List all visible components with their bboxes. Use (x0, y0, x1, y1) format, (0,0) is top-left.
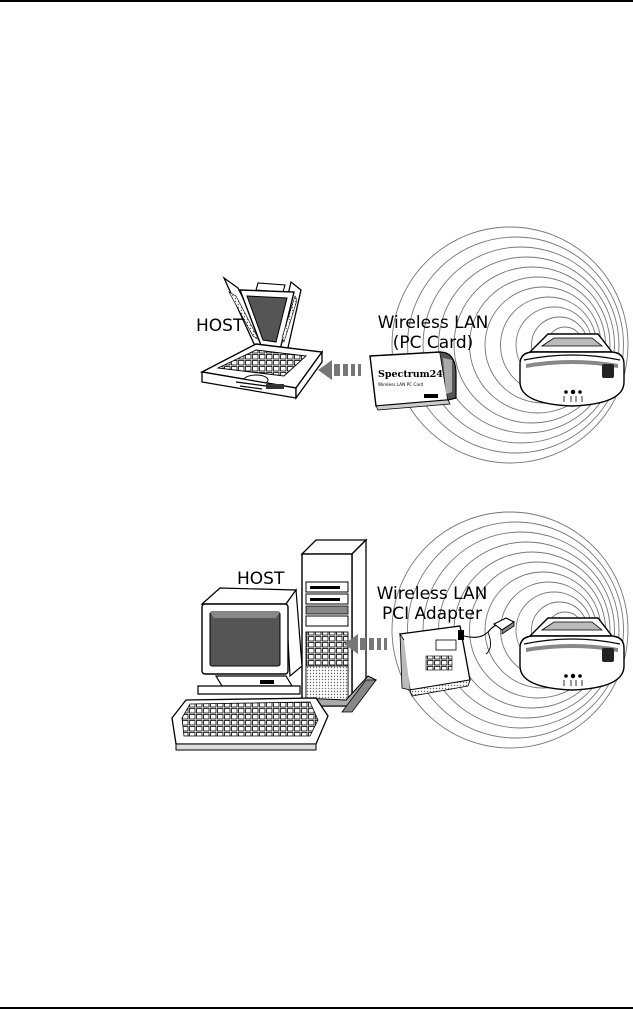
access-point-icon (520, 334, 624, 406)
laptop-icon (202, 278, 322, 398)
keyboard-icon (172, 698, 328, 750)
card-brand: Spectrum24 (378, 369, 443, 380)
access-point-icon (520, 618, 624, 690)
adapter-label-line2: (PC Card) (376, 333, 490, 353)
desktop-computer-icon (292, 540, 376, 712)
insert-arrow-icon (318, 360, 361, 380)
adapter-label-line1: Wireless LAN (376, 313, 490, 333)
host-label: HOST (196, 316, 243, 336)
pc-card-icon: Spectrum24 Wireless LAN PC Card (370, 352, 456, 410)
card-subtitle: Wireless LAN PC Card (378, 382, 424, 387)
adapter-label: Wireless LAN PCI Adapter (374, 584, 490, 624)
adapter-label-line2: PCI Adapter (374, 604, 490, 624)
monitor-icon (198, 588, 302, 694)
host-label: HOST (237, 569, 284, 589)
adapter-label-line1: Wireless LAN (374, 584, 490, 604)
adapter-label: Wireless LAN (PC Card) (376, 313, 490, 353)
